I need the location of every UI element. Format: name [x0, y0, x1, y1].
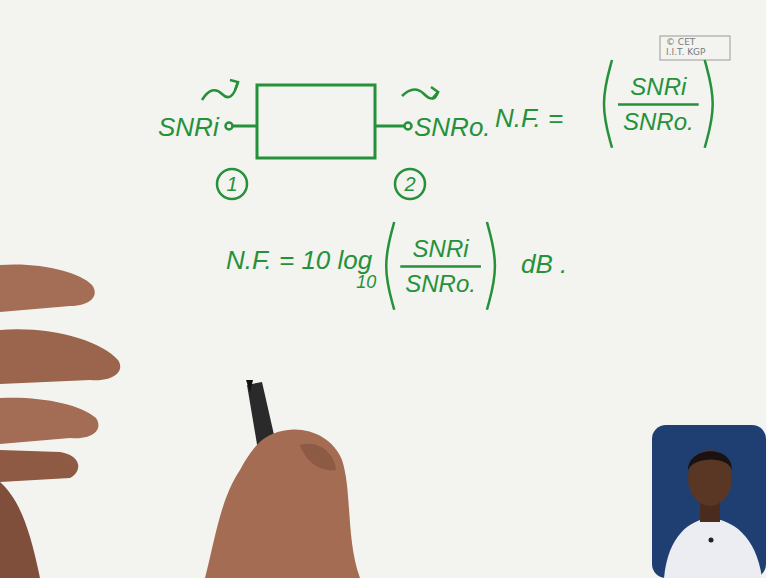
finger: [0, 450, 78, 482]
input-wire: [232, 125, 257, 128]
formula-lhs: N.F. =: [495, 104, 563, 133]
speaker-inset: [652, 425, 766, 578]
microphone: [709, 538, 714, 543]
fraction-bar: [618, 103, 699, 106]
fraction-bar: [400, 265, 481, 268]
inset-background: [652, 425, 766, 578]
signal-arrow-head: [230, 80, 238, 90]
signal-arrow-head: [431, 87, 438, 99]
palm: [0, 482, 40, 578]
left-hand: [0, 264, 120, 578]
finger: [0, 264, 95, 312]
writing-hand: [205, 380, 360, 578]
head: [688, 450, 732, 506]
fraction-numerator: SNRi: [413, 236, 469, 262]
port-circle: [395, 169, 425, 199]
input-terminal: [226, 123, 233, 130]
knuckle: [300, 444, 336, 470]
output-terminal: [405, 123, 412, 130]
parenthesis: [487, 222, 495, 310]
logo-frame: [660, 36, 730, 60]
pen-tip: [246, 380, 253, 392]
port-number: 2: [404, 173, 415, 195]
output-snr: SNRo.: [414, 113, 491, 142]
finger: [0, 329, 120, 384]
fraction-denominator: SNRo.: [623, 109, 694, 135]
hair: [688, 451, 732, 470]
shirt: [664, 518, 762, 578]
port-number: 1: [226, 173, 237, 195]
fraction-denominator: SNRo.: [405, 271, 476, 297]
logo-text: I.I.T. KGP: [666, 48, 706, 58]
two-port-box: [257, 85, 375, 158]
unit: dB .: [521, 250, 567, 279]
port-circle: [217, 169, 247, 199]
parenthesis: [386, 222, 394, 310]
logo-text: © CET: [666, 38, 695, 48]
output-wire: [375, 125, 405, 128]
parenthesis: [604, 60, 612, 148]
formula-lhs: N.F. = 10 log: [226, 246, 372, 275]
parenthesis: [705, 60, 713, 148]
log-base: 10: [356, 273, 376, 293]
hand: [205, 430, 360, 578]
input-snr: SNRi: [158, 113, 219, 142]
fraction-numerator: SNRi: [630, 74, 686, 100]
finger: [0, 398, 98, 444]
signal-arrow: [202, 82, 238, 100]
